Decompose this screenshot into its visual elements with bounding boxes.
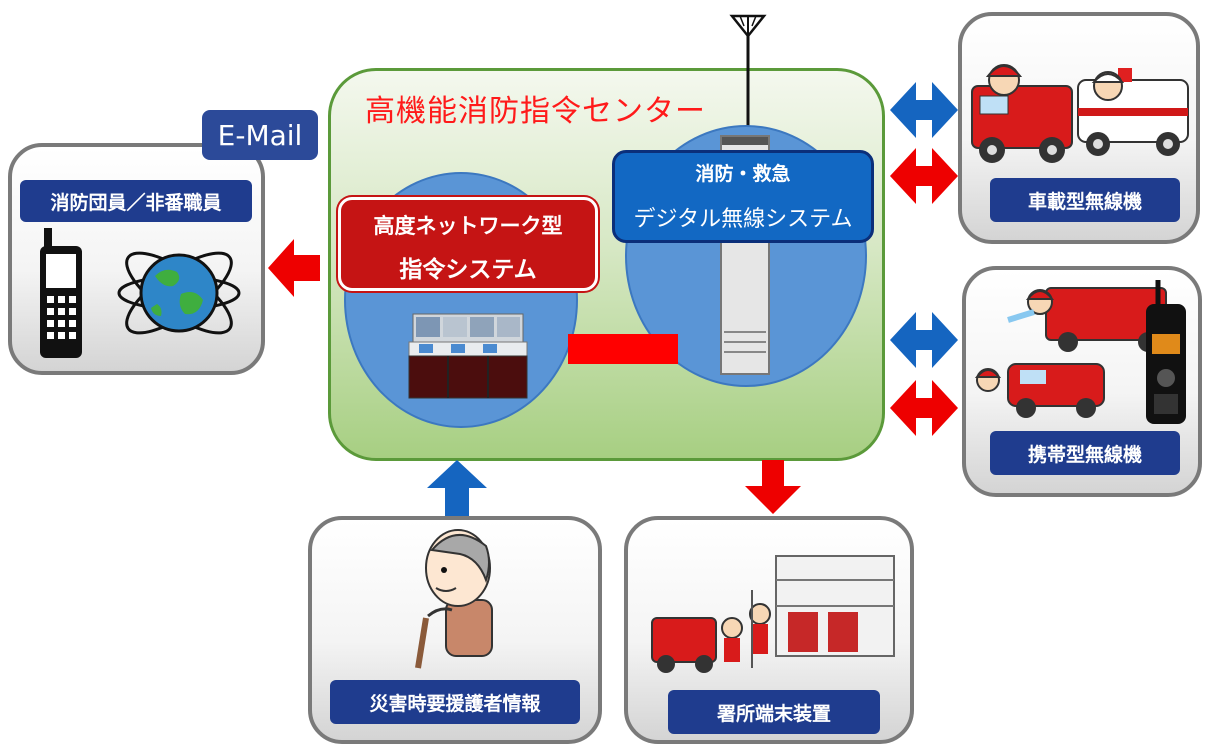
fire-station-icon — [651, 555, 895, 673]
command-system-line2: 指令システム — [399, 257, 537, 283]
portable-radio-label: 携帯型無線機 — [990, 431, 1180, 475]
radio-system-line1: 消防・救急 — [695, 163, 791, 185]
radio-system-box: 消防・救急 デジタル無線システム — [612, 150, 874, 243]
firefighters-portable-radio-icon — [974, 280, 1186, 424]
command-system-line1: 高度ネットワーク型 — [373, 214, 563, 238]
vehicle-blue-double-arrow — [890, 82, 958, 138]
up-blue-arrow — [427, 460, 487, 516]
command-system-box: 高度ネットワーク型 指令システム — [338, 197, 598, 291]
connector-bar — [568, 334, 678, 364]
members-label: 消防団員／非番職員 — [20, 180, 252, 222]
fire-vehicles-icon — [971, 64, 1189, 163]
vehicle-radio-label: 車載型無線機 — [990, 178, 1180, 222]
vehicle-red-double-arrow — [890, 148, 958, 204]
portable-red-double-arrow — [890, 380, 958, 436]
disaster-info-label: 災害時要援護者情報 — [330, 680, 580, 724]
portable-blue-double-arrow — [890, 312, 958, 368]
radio-system-line2: デジタル無線システム — [633, 207, 853, 232]
elderly-person-icon — [415, 529, 493, 669]
station-terminal-label: 署所端末装置 — [668, 690, 880, 734]
globe-network-icon — [117, 251, 241, 335]
left-red-arrow — [268, 239, 320, 297]
mobile-phone-icon — [40, 228, 82, 358]
center-title: 高機能消防指令センター — [365, 94, 706, 129]
command-console-icon — [408, 313, 528, 399]
email-label: E-Mail — [202, 110, 318, 160]
down-red-arrow — [745, 460, 801, 514]
